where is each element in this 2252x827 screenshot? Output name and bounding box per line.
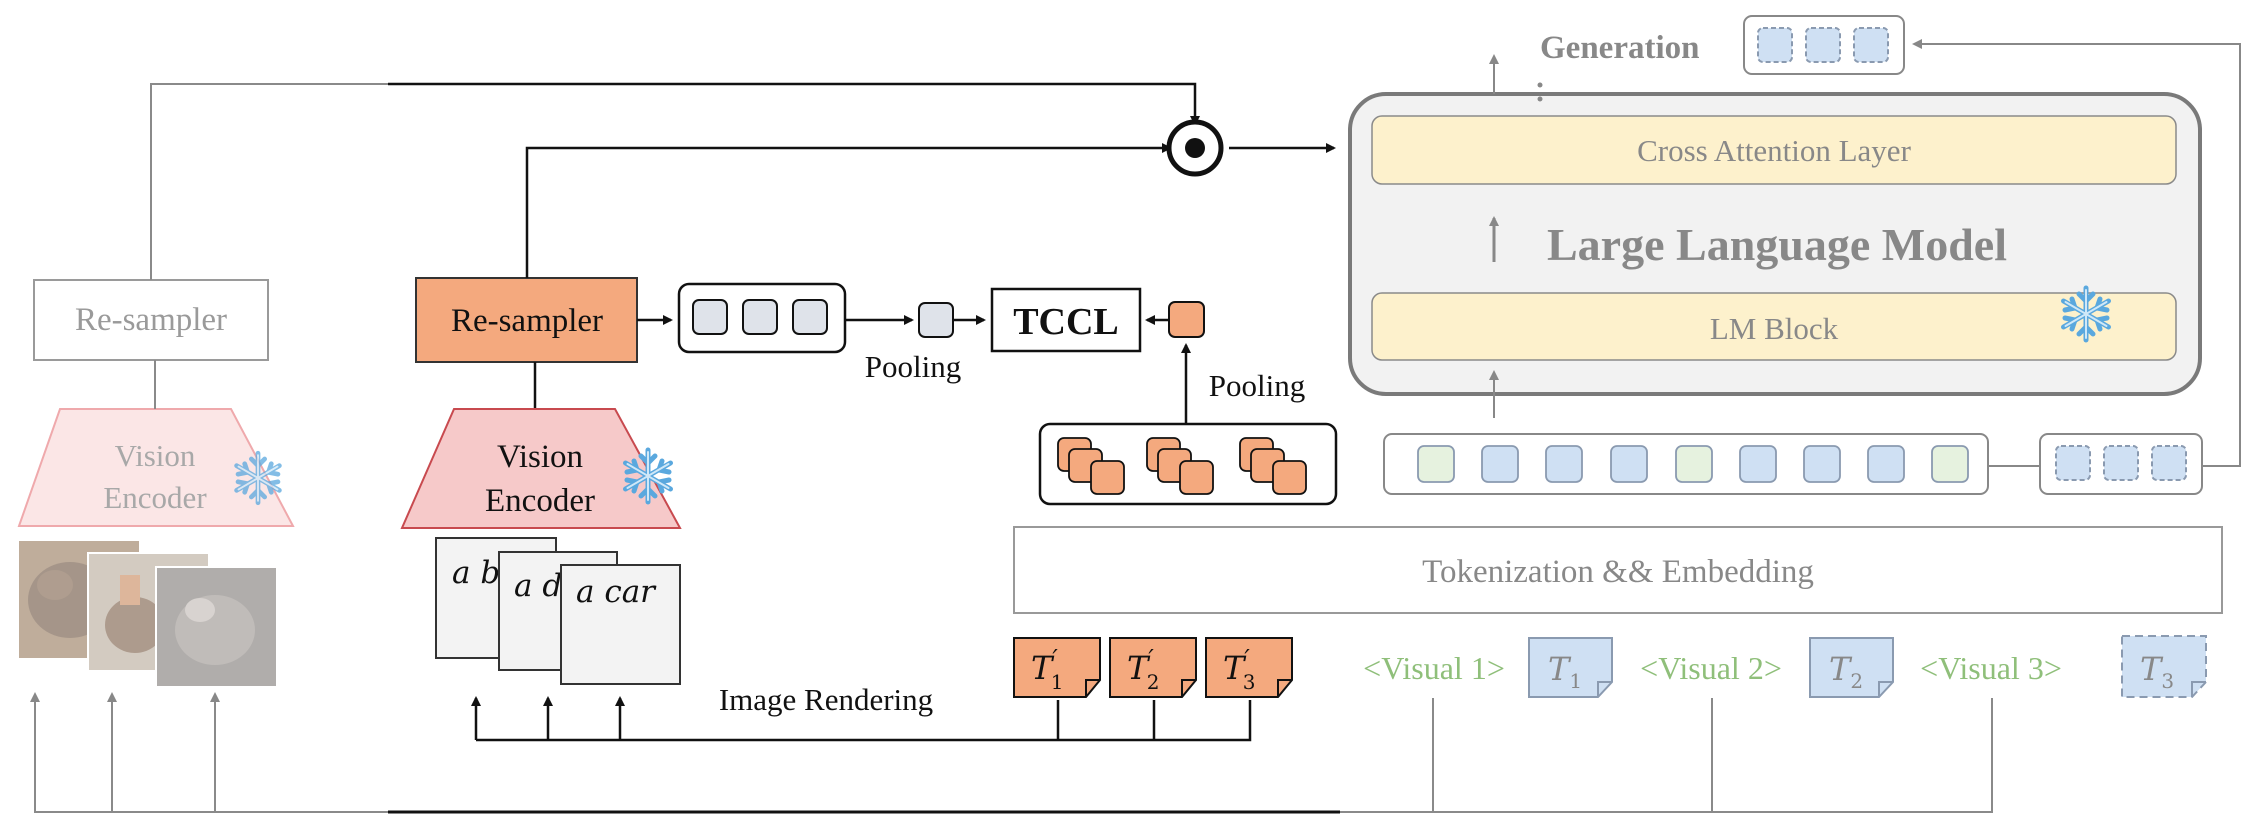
left-resampler: [33, 279, 269, 361]
prime-token-1-base: T: [1031, 649, 1055, 687]
visual-2-label: <Visual 2>: [1640, 650, 1782, 686]
text-token-stack-2: [1146, 437, 1214, 495]
mid-resampler: [415, 277, 638, 363]
generation-label: Generation: [1540, 30, 1699, 66]
prime-token-2-sub: 2: [1147, 670, 1160, 694]
llm-section: Cross Attention Layer Large Language Mod…: [1348, 15, 2241, 495]
text-token-t2: T2: [1809, 637, 1894, 698]
fusion-dot-icon: [1166, 119, 1224, 177]
svg-text:T′1: T′1: [1031, 645, 1064, 694]
left-encoder-line2: Encoder: [103, 480, 207, 515]
prime-token-2: T′2: [1109, 637, 1197, 698]
cross-attention-layer: [1371, 115, 2177, 185]
prime-token-3-base: T: [1223, 649, 1247, 687]
left-branch: Vision Encoder Re-sampler: [17, 279, 295, 688]
prime-token-1-prime: ′: [1052, 645, 1058, 673]
t2-base: T: [1829, 650, 1853, 688]
lm-block: [1371, 292, 2177, 361]
pooled-text-token: [1168, 301, 1205, 338]
svg-text:T′3: T′3: [1223, 645, 1256, 694]
mid-resampler-label: Re-sampler: [451, 303, 603, 339]
tokenization-box: [1013, 526, 2223, 614]
rendered-image-3: a car: [560, 564, 681, 685]
left-encoder-line1: Vision: [115, 438, 196, 473]
image-rendering-label: Image Rendering: [719, 682, 933, 717]
pooling-label-right: Pooling: [1209, 368, 1305, 403]
tccl-label: TCCL: [1013, 301, 1119, 343]
pooled-visual-token: [918, 302, 954, 338]
text-token-t1: T1: [1528, 637, 1613, 698]
svg-text:T2: T2: [1829, 650, 1863, 693]
svg-text:T3: T3: [2140, 650, 2174, 693]
middle-branch: Re-sampler Vision Encoder a b a d a car: [400, 143, 1172, 685]
left-resampler-label: Re-sampler: [75, 302, 227, 338]
t1-sub: 1: [1569, 669, 1582, 693]
text-token-stack-3: [1239, 437, 1307, 495]
prime-token-3-sub: 3: [1243, 670, 1256, 694]
visual-1-label: <Visual 1>: [1363, 650, 1505, 686]
cross-attention-label: Cross Attention Layer: [1637, 133, 1911, 168]
pooling-label-left: Pooling: [865, 349, 961, 384]
prime-token-1-sub: 1: [1051, 670, 1064, 694]
tccl-section: Pooling TCCL Pooling: [637, 282, 1338, 506]
text-token-stack-1: [1057, 437, 1125, 495]
prime-token-3: T′3: [1205, 637, 1293, 698]
tccl-box: [990, 287, 1142, 353]
visual-3-label: <Visual 3>: [1920, 650, 2062, 686]
svg-text:T′2: T′2: [1127, 645, 1160, 694]
prime-token-2-prime: ′: [1148, 645, 1154, 673]
tokenization-label: Tokenization && Embedding: [1422, 554, 1814, 590]
lm-block-label: LM Block: [1710, 311, 1839, 346]
text-token-t3: T3: [2121, 635, 2207, 698]
image-rendering: Image Rendering T′1 T′2 T′3: [471, 637, 1293, 742]
t3-sub: 3: [2161, 669, 2174, 693]
mid-encoder-line2: Encoder: [485, 483, 595, 519]
prime-token-1: T′1: [1013, 637, 1101, 698]
svg-text:T1: T1: [1548, 650, 1582, 693]
left-vision-encoder: [17, 408, 295, 527]
input-image-3: [155, 566, 278, 688]
rendered-text-1: a b: [452, 555, 500, 591]
mid-vision-encoder: [400, 408, 682, 529]
llm-title: Large Language Model: [1547, 219, 2007, 270]
rendered-text-3: a car: [576, 574, 657, 610]
t1-base: T: [1548, 650, 1572, 688]
t3-base: T: [2140, 650, 2164, 688]
rendered-text-2: a d: [514, 568, 562, 604]
t2-sub: 2: [1850, 669, 1863, 693]
prime-token-3-prime: ′: [1244, 645, 1250, 673]
input-sequence: <Visual 1> T1 <Visual 2> T2 <Visual 3> T…: [1363, 635, 2207, 698]
prime-token-2-base: T: [1127, 649, 1151, 687]
mid-encoder-line1: Vision: [497, 439, 583, 475]
